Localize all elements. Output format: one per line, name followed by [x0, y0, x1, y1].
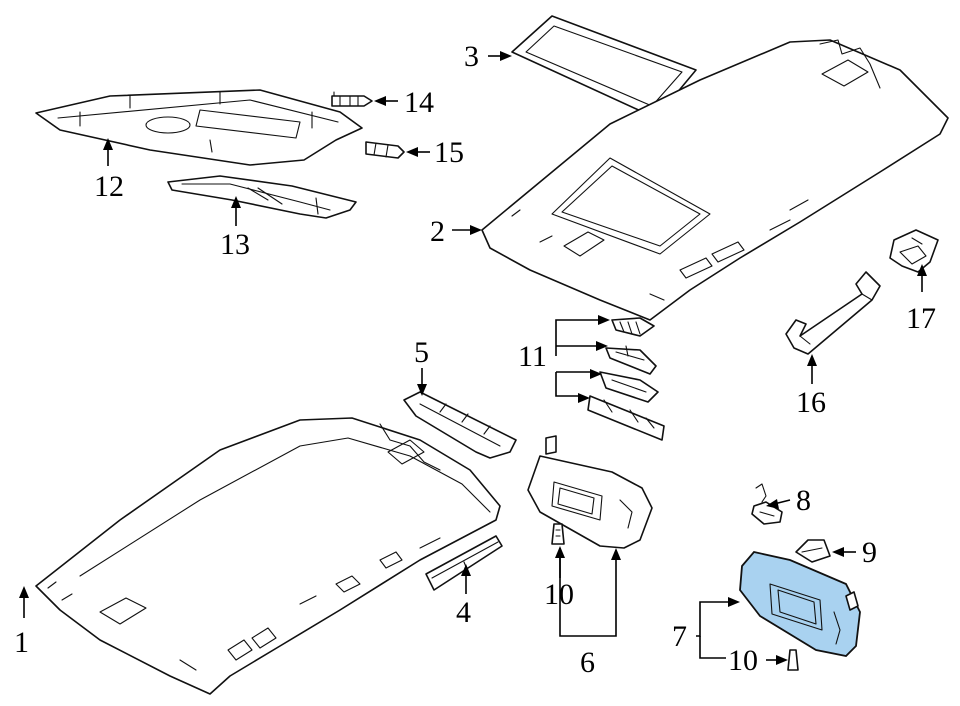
part-12-overhead-console [35, 89, 363, 166]
part-17-bracket [889, 229, 939, 273]
callout-15: 15 [434, 136, 464, 169]
part-6-sun-visor [527, 435, 653, 549]
part-10-visor-clip-left [551, 523, 565, 545]
callout-11: 11 [518, 340, 547, 373]
callout-2: 2 [430, 215, 445, 248]
part-5-roof-bow [403, 391, 517, 459]
part-16-grab-handle [785, 271, 881, 355]
callout-9: 9 [862, 536, 877, 569]
callout-labels: 1 2 3 4 5 6 7 8 9 10 10 11 12 13 14 15 1… [14, 40, 936, 679]
part-7-sun-visor-highlighted [739, 551, 861, 657]
callout-10-left: 10 [544, 578, 574, 611]
part-13-console-trim [167, 175, 357, 219]
part-2-headliner [481, 39, 949, 321]
callout-16: 16 [796, 386, 826, 419]
callout-14: 14 [404, 86, 434, 119]
part-14-bulb [331, 91, 373, 107]
part-3-sunroof-frame [511, 15, 697, 119]
callout-8: 8 [796, 484, 811, 517]
callout-12: 12 [94, 170, 124, 203]
leader-lines [19, 51, 927, 665]
part-1-headliner-assembly [35, 417, 501, 695]
part-11-clips [587, 317, 665, 441]
callout-3: 3 [464, 40, 479, 73]
callout-10-right: 10 [728, 644, 758, 677]
part-9-visor-clip [795, 539, 831, 563]
callout-17: 17 [906, 302, 936, 335]
part-15-bulb [365, 141, 405, 159]
callout-1: 1 [14, 626, 29, 659]
callout-7: 7 [672, 620, 687, 653]
callout-6: 6 [580, 646, 595, 679]
part-10-visor-clip-right [787, 649, 799, 671]
callout-4: 4 [456, 596, 471, 629]
callout-5: 5 [414, 336, 429, 369]
callout-13: 13 [220, 228, 250, 261]
